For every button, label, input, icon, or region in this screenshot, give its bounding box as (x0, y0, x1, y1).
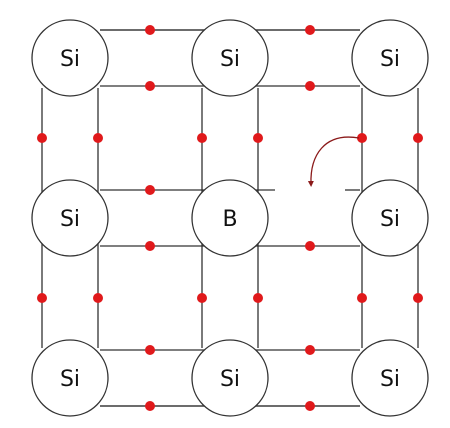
bond-electron (253, 133, 263, 143)
atom-label: Si (60, 47, 80, 72)
bond-electron (145, 25, 155, 35)
atom-label: Si (220, 47, 240, 72)
bond-electron (305, 81, 315, 91)
silicon-atom: Si (351, 19, 429, 97)
silicon-atom: Si (31, 19, 109, 97)
boron-atom: B (191, 179, 269, 257)
silicon-atom: Si (191, 19, 269, 97)
silicon-atom: Si (31, 339, 109, 417)
atom-label: Si (380, 207, 400, 232)
bond-electron (357, 293, 367, 303)
silicon-atom: Si (351, 339, 429, 417)
atom-circle (191, 19, 269, 97)
atom-circle (351, 179, 429, 257)
bond-electron (145, 401, 155, 411)
silicon-atom: Si (31, 179, 109, 257)
silicon-atom: Si (351, 179, 429, 257)
bond-electron (305, 345, 315, 355)
bond-electron (305, 401, 315, 411)
atom-circle (31, 339, 109, 417)
bond-electron (305, 241, 315, 251)
bond-electrons (37, 25, 423, 411)
atom-label: Si (220, 367, 240, 392)
bond-electron (197, 293, 207, 303)
electron-hole-transfer-arrow (307, 136, 360, 187)
bond-electron (413, 293, 423, 303)
bond-electron (145, 81, 155, 91)
bond-electron (413, 133, 423, 143)
bond-electron (305, 25, 315, 35)
atom-label: Si (60, 367, 80, 392)
bond-electron (37, 133, 47, 143)
bond-electron (145, 185, 155, 195)
atom-label: Si (380, 47, 400, 72)
silicon-atom: Si (191, 339, 269, 417)
atom-circle (191, 179, 269, 257)
atom-label: Si (380, 367, 400, 392)
atom-circle (191, 339, 269, 417)
hole-transfer-arrow-layer (307, 136, 360, 187)
bond-electron (145, 241, 155, 251)
atom-circle (31, 19, 109, 97)
atom-label: B (222, 207, 237, 232)
bond-electron (37, 293, 47, 303)
bond-electron (145, 345, 155, 355)
bond-electron (93, 133, 103, 143)
bond-electron (357, 133, 367, 143)
atom-circle (351, 339, 429, 417)
bond-electron (197, 133, 207, 143)
bond-electron (253, 293, 263, 303)
atom-circle (351, 19, 429, 97)
bond-electron (93, 293, 103, 303)
atom-label: Si (60, 207, 80, 232)
atom-circle (31, 179, 109, 257)
